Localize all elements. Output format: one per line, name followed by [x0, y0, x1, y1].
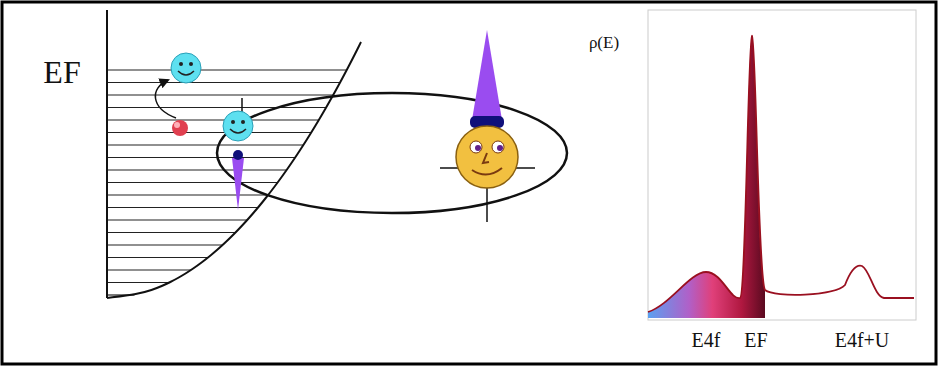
energy-level	[107, 169, 287, 170]
energy-level	[107, 194, 268, 195]
energy-level	[107, 144, 303, 145]
energy-level	[107, 257, 208, 258]
energy-level	[107, 219, 247, 220]
conduction-electron	[223, 98, 253, 210]
excited-electron	[171, 53, 201, 83]
impurity-spin	[440, 30, 535, 222]
energy-level	[107, 94, 333, 95]
axis-label: ρ(E)	[589, 34, 619, 51]
energy-level	[107, 107, 326, 108]
fermi-level-label: EF	[43, 56, 80, 88]
excitation-arrow	[155, 80, 176, 118]
energy-level	[107, 269, 191, 270]
tick-label: EF	[744, 330, 767, 350]
kondo-cloud	[217, 93, 567, 213]
band-axis	[106, 10, 108, 298]
fermi-sea	[107, 70, 347, 295]
energy-level	[107, 82, 340, 83]
energy-level	[107, 132, 311, 133]
hole	[172, 120, 188, 136]
energy-level	[107, 282, 170, 283]
band-edge	[107, 42, 361, 298]
energy-level	[107, 232, 235, 233]
dos-plot	[648, 10, 916, 320]
energy-level	[107, 69, 347, 70]
energy-level	[107, 182, 278, 183]
tick-label: E4f	[692, 330, 721, 350]
tick-label: E4f+U	[835, 330, 890, 350]
energy-level	[107, 244, 223, 245]
energy-level	[107, 157, 295, 158]
energy-level	[107, 119, 319, 120]
energy-level	[107, 207, 258, 208]
